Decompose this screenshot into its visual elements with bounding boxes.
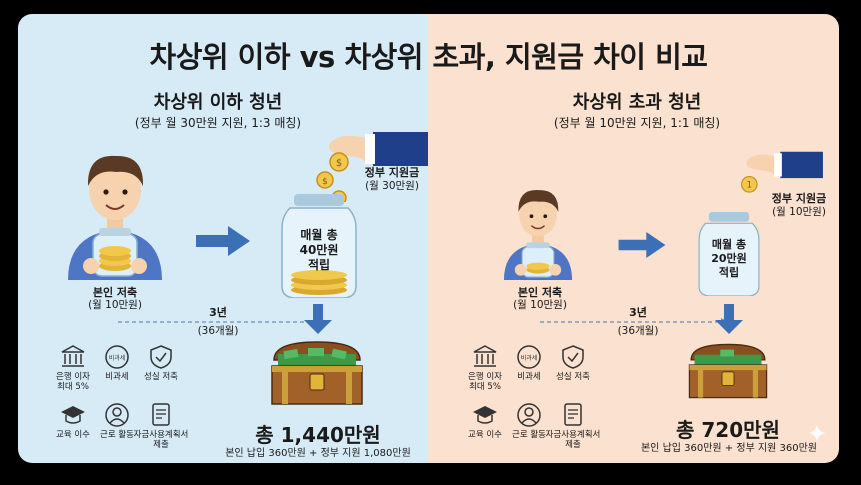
arrow-right-icon — [196, 226, 250, 256]
svg-text:비과세: 비과세 — [521, 354, 538, 362]
left-period-months: (36개월) — [197, 325, 239, 337]
document-icon — [564, 403, 582, 426]
government-hand-icon: 1 — [740, 151, 823, 193]
svg-text:$: $ — [336, 158, 342, 169]
arrow-down-icon — [304, 304, 332, 334]
left-period: 3년 — [198, 306, 238, 319]
graduation-cap-icon — [473, 406, 497, 424]
benefit-label-bank: 은행 이자 최대 5% — [56, 372, 90, 392]
benefit-label-bank: 은행 이자 최대 5% — [468, 372, 502, 392]
benefit-label-diligent: 성실 저축 — [556, 372, 590, 382]
left-panel: 차상위 이하 청년 (정부 월 30만원 지원, 1:3 매칭) 본인 저축 (… — [18, 14, 428, 463]
left-panel-title: 차상위 이하 청년 — [153, 92, 283, 113]
benefit-label-document: 자금사용계획서 제출 — [545, 430, 601, 450]
left-jar-line2: 40만원 — [299, 243, 339, 257]
worker-icon — [105, 403, 129, 427]
bank-icon — [473, 345, 497, 367]
svg-text:1: 1 — [747, 180, 752, 190]
right-period-months: (36개월) — [617, 325, 659, 337]
document-icon — [152, 403, 170, 426]
benefit-label-tax-free: 비과세 — [517, 372, 541, 382]
bank-icon — [61, 345, 85, 367]
tax-free-icon: 비과세 — [105, 345, 129, 369]
left-jar-line3: 적립 — [307, 258, 331, 272]
left-self-saving-label: 본인 저축 — [92, 286, 138, 299]
left-gov-support-amount: (월 30만원) — [365, 180, 419, 192]
benefit-label-work: 근로 활동 — [512, 430, 546, 440]
benefit-label-diligent: 성실 저축 — [144, 372, 178, 382]
benefit-label-tax-free: 비과세 — [105, 372, 129, 382]
left-total-desc: 본인 납입 360만원 + 정부 지원 1,080만원 — [225, 448, 411, 459]
right-period: 3년 — [618, 306, 658, 319]
worker-icon — [517, 403, 541, 427]
left-benefits-grid: 은행 이자 최대 5% 비과세 비과세 성실 저축 교육 이수 — [54, 344, 188, 450]
left-self-saving-amount: (월 10만원) — [88, 299, 142, 311]
right-gov-support-amount: (월 10만원) — [772, 206, 826, 218]
right-jar-line1: 매월 총 — [711, 238, 747, 251]
savings-jar-icon — [698, 212, 760, 296]
right-jar-line2: 20만원 — [711, 252, 747, 265]
right-self-saving-label: 본인 저축 — [517, 286, 563, 299]
left-panel-subtitle: (정부 월 30만원 지원, 1:3 매칭) — [134, 116, 302, 130]
treasure-chest-icon — [271, 341, 363, 405]
young-person-icon — [68, 155, 162, 280]
savings-jar-icon — [281, 194, 357, 298]
infographic-card: 차상위 이하 vs 차상위 초과, 지원금 차이 비교 차상위 이하 청년 (정… — [18, 14, 839, 463]
left-total: 총 1,440만원 — [255, 423, 381, 447]
treasure-chest-icon — [688, 343, 768, 399]
benefit-label-document: 자금사용계획서 제출 — [133, 430, 189, 450]
svg-text:비과세: 비과세 — [109, 354, 126, 362]
main-title: 차상위 이하 vs 차상위 초과, 지원금 차이 비교 — [149, 40, 708, 74]
right-panel: 차상위 초과 청년 (정부 월 10만원 지원, 1:1 매칭) 본인 저축 (… — [428, 14, 838, 463]
right-gov-support-label: 정부 지원금 — [771, 192, 827, 205]
government-hand-icon: $ $ — [316, 132, 428, 202]
benefit-label-education: 교육 이수 — [468, 430, 502, 440]
right-benefits-grid: 은행 이자 최대 5% 비과세 비과세 성실 저축 교육 이수 — [466, 344, 600, 450]
svg-text:$: $ — [322, 177, 328, 187]
right-total: 총 720만원 — [676, 418, 780, 442]
right-self-saving-amount: (월 10만원) — [513, 299, 567, 311]
shield-check-icon — [150, 345, 172, 369]
young-person-icon — [503, 190, 573, 280]
benefit-label-work: 근로 활동 — [100, 430, 134, 440]
arrow-down-icon — [715, 304, 743, 334]
right-panel-background — [428, 14, 839, 463]
right-panel-subtitle: (정부 월 10만원 지원, 1:1 매칭) — [553, 116, 721, 130]
shield-check-icon — [562, 345, 584, 369]
left-gov-support-label: 정부 지원금 — [364, 166, 420, 179]
left-jar-line1: 매월 총 — [300, 228, 338, 242]
right-panel-title: 차상위 초과 청년 — [572, 92, 702, 113]
graduation-cap-icon — [61, 406, 85, 424]
right-total-desc: 본인 납입 360만원 + 정부 지원 360만원 — [640, 443, 818, 454]
right-jar-line3: 적립 — [718, 266, 740, 279]
tax-free-icon: 비과세 — [517, 345, 541, 369]
benefit-label-education: 교육 이수 — [56, 430, 90, 440]
arrow-right-icon — [618, 232, 666, 258]
sparkle-icon — [808, 424, 826, 442]
